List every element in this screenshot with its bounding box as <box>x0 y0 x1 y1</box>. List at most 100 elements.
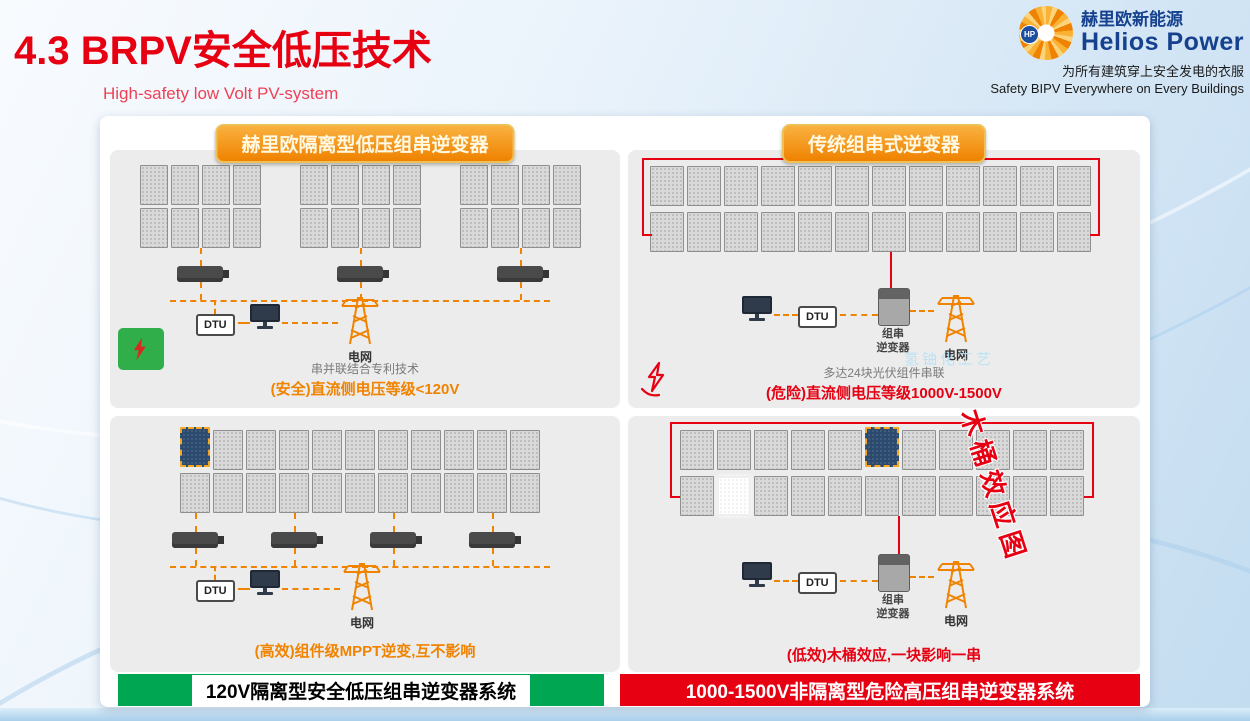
traditional-series-pane: DTU 组串 逆变器 电网 <box>628 150 1140 408</box>
pv-panel <box>902 430 936 470</box>
pv-panel <box>171 208 199 248</box>
pv-panel <box>140 208 168 248</box>
micro-inverter-icon <box>469 532 521 548</box>
patent-note: 串并联结合专利技术 <box>310 362 419 376</box>
pv-array <box>650 166 1091 206</box>
pv-panel <box>362 165 390 205</box>
mppt-caption: (高效)组件级MPPT逆变,互不影响 <box>254 643 476 660</box>
pv-panel <box>553 165 581 205</box>
footer-wave <box>0 708 1250 721</box>
grid-label: 电网 <box>349 616 374 630</box>
wire <box>520 248 522 266</box>
pv-panel <box>246 430 276 470</box>
wire <box>195 548 197 566</box>
pv-panel <box>724 212 758 252</box>
pv-panel <box>865 476 899 516</box>
pv-panel <box>798 212 832 252</box>
pv-panel <box>909 212 943 252</box>
brand-name-en: Helios Power <box>1081 27 1244 56</box>
pv-panel <box>510 473 540 513</box>
pv-panel <box>909 166 943 206</box>
string-inverter-label-line1: 组串 <box>882 594 904 606</box>
pv-panel <box>331 208 359 248</box>
pv-panel <box>140 165 168 205</box>
watermark-text: 氢铀化工艺 <box>904 351 995 368</box>
pv-panel <box>202 208 230 248</box>
right-conclusion-banner: 1000-1500V非隔离型危险高压组串逆变器系统 <box>620 674 1140 706</box>
pv-panel <box>213 473 243 513</box>
pv-panel <box>983 212 1017 252</box>
helios-series-parallel-pane: DTU 电网 串并联结合专利技术 (安全)直流侧电压等级 <box>110 150 620 408</box>
safety-caption: (安全)直流侧电压等级<120V <box>270 381 460 398</box>
wire <box>642 234 652 236</box>
barrel-effect-caption: (低效)木桶效应,一块影响一串 <box>786 647 982 664</box>
grid-tower-icon <box>343 563 381 611</box>
monitor-icon <box>250 304 280 329</box>
pv-panel <box>828 476 862 516</box>
grid-tower-icon <box>341 297 379 345</box>
dtu-box: DTU <box>798 306 837 328</box>
pv-panel <box>202 165 230 205</box>
electric-shock-danger-icon <box>634 356 680 402</box>
pv-panel <box>1013 476 1047 516</box>
pv-panel <box>331 165 359 205</box>
pv-panel <box>378 473 408 513</box>
micro-inverter-icon <box>271 532 323 548</box>
wire <box>200 248 202 266</box>
helios-logo-icon: HP <box>1019 6 1073 60</box>
pv-array <box>460 165 581 248</box>
dtu-label: DTU <box>806 577 829 589</box>
wire <box>492 548 494 566</box>
pv-panel <box>491 208 519 248</box>
pv-panel <box>522 165 550 205</box>
pv-panel <box>724 166 758 206</box>
dtu-label: DTU <box>204 585 227 597</box>
pv-panel <box>522 208 550 248</box>
pv-panel <box>378 430 408 470</box>
right-column-badge: 传统组串式逆变器 <box>781 124 987 163</box>
monitor-icon <box>742 562 772 587</box>
pv-panel <box>393 165 421 205</box>
pv-panel <box>946 166 980 206</box>
pv-panel <box>976 430 1010 470</box>
pv-panel <box>687 212 721 252</box>
micro-inverter-icon <box>337 266 389 282</box>
monitor-icon <box>742 296 772 321</box>
pv-panel <box>312 430 342 470</box>
dtu-label: DTU <box>806 311 829 323</box>
pv-panel <box>1020 166 1054 206</box>
string-inverter-label-line1: 组串 <box>882 328 904 340</box>
left-column-badge: 赫里欧隔离型低压组串逆变器 <box>215 124 515 163</box>
pv-panel <box>1013 430 1047 470</box>
wire <box>774 314 798 316</box>
pv-panel-highlight <box>180 427 210 467</box>
pv-panel <box>1050 476 1084 516</box>
wire <box>393 548 395 566</box>
pv-panel <box>345 473 375 513</box>
brand-block: HP 赫里欧新能源 Helios Power 为所有建筑穿上安全发电的衣服 Sa… <box>944 6 1244 98</box>
pv-panel <box>1057 166 1091 206</box>
pv-panel <box>1020 212 1054 252</box>
wire <box>670 422 1094 424</box>
pv-panel <box>680 430 714 470</box>
wire <box>670 496 680 498</box>
pv-panel <box>393 208 421 248</box>
danger-caption: (危险)直流侧电压等级1000V-1500V <box>766 385 1002 402</box>
wire <box>910 576 934 578</box>
wire <box>360 248 362 266</box>
pv-panel <box>1057 212 1091 252</box>
pv-panel <box>791 476 825 516</box>
series-note: 多达24块光伏组件串联 <box>823 366 945 380</box>
micro-inverter-icon <box>497 266 549 282</box>
wire <box>1084 496 1094 498</box>
pv-panel <box>902 476 936 516</box>
pv-panel-highlight <box>717 476 751 516</box>
string-inverter-icon <box>878 288 910 326</box>
pv-panel <box>213 430 243 470</box>
pv-panel <box>1050 430 1084 470</box>
pv-panel <box>872 212 906 252</box>
column-traditional-system: 传统组串式逆变器 DTU <box>628 124 1140 699</box>
pv-panel <box>650 166 684 206</box>
pv-panel <box>761 166 795 206</box>
